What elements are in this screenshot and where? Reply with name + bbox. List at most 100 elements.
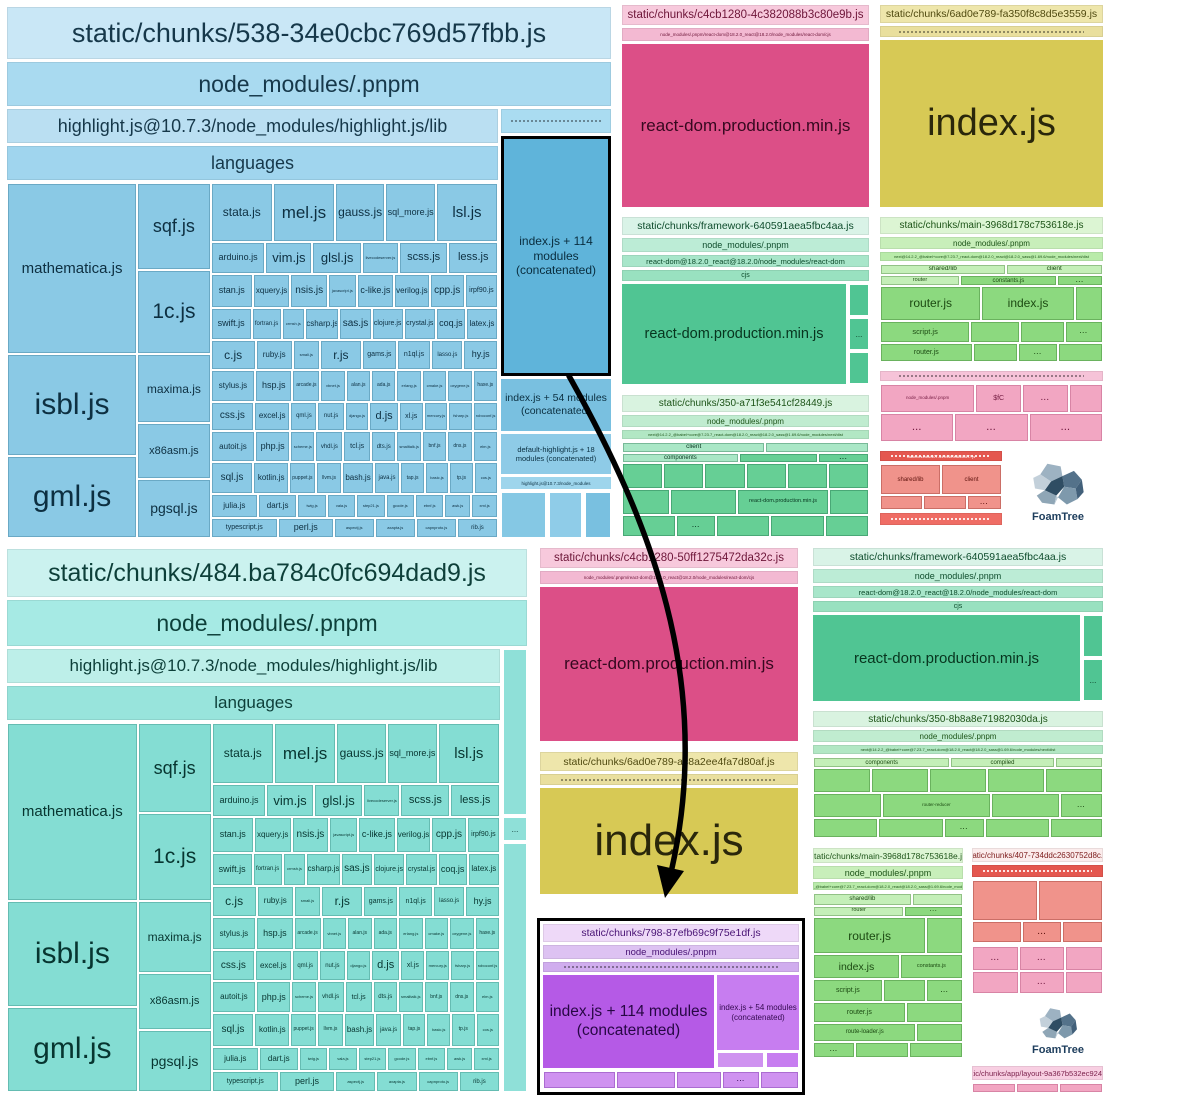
chunk-c4cb-top-title[interactable]: static/chunks/c4cb1280-4c382088b3c80e9b.… <box>622 5 869 25</box>
treemap-tile[interactable] <box>1021 321 1064 343</box>
treemap-tile-router-js[interactable]: router.js <box>881 344 972 361</box>
chunk-350-bottom-title[interactable]: static/chunks/350-8b8a8e71982030da.js <box>813 711 1103 727</box>
treemap-tile-llvm-js[interactable]: llvm.js <box>316 463 342 494</box>
treemap-tile-scheme-js[interactable]: scheme.js <box>291 432 315 462</box>
tile-index-js-top[interactable]: index.js <box>880 40 1103 207</box>
treemap-tile-smalltalk-js[interactable]: smalltalk.js <box>399 982 423 1013</box>
chunk-framework-bottom-title[interactable]: static/chunks/framework-640591aea5fbc4aa… <box>813 548 1103 566</box>
treemap-tile-more[interactable]: ... <box>1065 321 1102 343</box>
treemap-tile-css-js[interactable]: css.js <box>212 951 255 981</box>
treemap-tile-capnproto-js[interactable]: capnproto.js <box>416 518 456 537</box>
chunk-main-top[interactable]: static/chunks/main-3968d178c753618e.js n… <box>877 214 1106 365</box>
treemap-tile-mercury-js[interactable]: mercury.js <box>426 951 450 981</box>
treemap-tile-compiled[interactable]: compiled <box>951 758 1054 767</box>
treemap-tile-autoit-js[interactable]: autoit.js <box>212 982 256 1013</box>
side-module-strip-2[interactable]: highlight.js@10.7.3/node_modules <box>501 477 611 489</box>
treemap-tile-nut-js[interactable]: nut.js <box>319 951 345 981</box>
treemap-tile-more[interactable]: ... <box>967 496 1001 509</box>
treemap-tile-csharp-js[interactable]: csharp.js <box>307 853 340 885</box>
treemap-tile-scss-js[interactable]: scss.js <box>401 784 450 817</box>
treemap-tile-fsharp-js[interactable]: fsharp.js <box>449 402 473 431</box>
treemap-tile-gml-js[interactable]: gml.js <box>8 1007 137 1091</box>
chunk-framework-top[interactable]: static/chunks/framework-640591aea5fbc4aa… <box>619 214 872 387</box>
treemap-tile-more[interactable]: ... <box>504 818 526 841</box>
treemap-tile-javascript-js[interactable]: javascript.js <box>328 274 356 307</box>
treemap-tile-xquery-js[interactable]: xquery.js <box>253 274 290 307</box>
treemap-tile-router-js[interactable]: router.js <box>881 286 981 320</box>
treemap-tile-coq-js[interactable]: coq.js <box>436 308 465 339</box>
treemap-tile[interactable] <box>695 898 753 910</box>
treemap-tile-axapta-js[interactable]: axapta.js <box>375 518 415 537</box>
treemap-tile-1c-js[interactable]: 1c.js <box>138 813 211 900</box>
treemap-tile-maxima-js[interactable]: maxima.js <box>138 354 210 423</box>
treemap-tile-vim-js[interactable]: vim.js <box>266 242 312 273</box>
chunk-framework-bottom-pkg[interactable]: react-dom@18.2.0_react@18.2.0/node_modul… <box>813 586 1103 598</box>
treemap-tile[interactable] <box>617 1072 675 1088</box>
treemap-tile-tcl-js[interactable]: tcl.js <box>344 432 371 462</box>
treemap-tile-more[interactable]: ... <box>850 319 868 349</box>
treemap-tile[interactable] <box>927 917 962 954</box>
chunk-538-languages-label[interactable]: languages <box>7 146 498 180</box>
chunk-350-top[interactable]: static/chunks/350-a71f3e541cf28449.js no… <box>619 392 872 540</box>
treemap-tile-stylus-js[interactable]: stylus.js <box>211 370 255 401</box>
chunk-407-bottom-subchunk[interactable] <box>972 865 1103 877</box>
treemap-tile-client[interactable]: client <box>623 443 765 452</box>
chunk-main-bottom[interactable]: static/chunks/main-3968d178c753618e.js n… <box>810 845 966 1061</box>
chunk-main-bottom-title[interactable]: static/chunks/main-3968d178c753618e.js <box>813 848 963 863</box>
treemap-tile-x86asm-js[interactable]: x86asm.js <box>138 973 211 1030</box>
treemap-tile[interactable] <box>879 819 943 837</box>
treemap-tile-nut-js[interactable]: nut.js <box>318 402 344 431</box>
treemap-tile-kotlin-js[interactable]: kotlin.js <box>255 1014 290 1046</box>
chunk-main-bottom-nextpath[interactable]: next@14.2.2_@babel+core@7.23.7_react-dom… <box>813 882 963 890</box>
treemap-tile-cos-js[interactable]: cos.js <box>476 1014 500 1046</box>
chunk-c4cb1280-bottom[interactable]: static/chunks/c4cb1280-50ff1275472da32c.… <box>537 545 801 744</box>
treemap-tile[interactable] <box>909 1042 963 1057</box>
treemap-tile-stan-js[interactable]: stan.js <box>211 274 252 307</box>
treemap-tile-index-js[interactable]: index.js <box>814 955 899 979</box>
treemap-tile-mathematica-js[interactable]: mathematica.js <box>8 184 137 353</box>
chunk-484-pnpm[interactable]: node_modules/.pnpm <box>7 600 527 646</box>
treemap-tile-xl-js[interactable]: xl.js <box>401 951 425 981</box>
treemap-tile[interactable] <box>1066 972 1102 993</box>
treemap-tile-index-js[interactable]: index.js <box>982 286 1074 320</box>
treemap-tile-router[interactable]: router <box>881 276 959 285</box>
treemap-tile-n1ql-js[interactable]: n1ql.js <box>397 340 431 369</box>
treemap-tile-typescript-js[interactable]: typescript.js <box>212 1071 278 1092</box>
chunk-6ad0-bottom-path[interactable] <box>540 774 798 785</box>
treemap-tile-autoit-js[interactable]: autoit.js <box>211 432 255 462</box>
treemap-tile[interactable] <box>814 794 882 817</box>
treemap-tile[interactable] <box>872 769 928 792</box>
treemap-tile-livecodeserver-js[interactable]: livecodeserver.js <box>364 784 400 817</box>
treemap-tile-java-js[interactable]: java.js <box>376 1014 401 1046</box>
treemap-tile-c-like-js[interactable]: c-like.js <box>359 818 395 852</box>
treemap-tile[interactable] <box>917 1024 962 1041</box>
treemap-tile-ruby-js[interactable]: ruby.js <box>256 340 292 369</box>
chunk-350-bottom-nextpath[interactable]: next@14.2.2_@babel+core@7.23.7_react-dom… <box>813 745 1103 754</box>
treemap-tile-crmsh-js[interactable]: crmsh.js <box>282 308 305 339</box>
treemap-tile-django-js[interactable]: django.js <box>345 402 369 431</box>
treemap-tile-ebnf-js[interactable]: ebnf.js <box>417 1047 446 1070</box>
treemap-tile-x86asm-js[interactable]: x86asm.js <box>138 424 210 478</box>
chunk-350-bottom-pnpm[interactable]: node_modules/.pnpm <box>813 730 1103 742</box>
treemap-tile-tp-js[interactable]: tp.js <box>452 1014 475 1046</box>
chunk-6ad0-bottom-title[interactable]: static/chunks/6ad0e789-ac8a2ee4fa7d80af.… <box>540 752 798 771</box>
treemap-tile-elm-js[interactable]: elm.js <box>473 432 497 462</box>
chunk-538[interactable]: static/chunks/538-34e0cbc769d57fbb.js no… <box>4 4 614 541</box>
treemap-tile-constants-js[interactable]: constants.js <box>960 276 1056 285</box>
chunk-798-path[interactable] <box>543 962 799 972</box>
treemap-tile[interactable] <box>1060 1084 1103 1092</box>
treemap-tile-llvm-js[interactable]: llvm.js <box>318 1014 343 1046</box>
treemap-tile-excel-js[interactable]: excel.js <box>256 951 291 981</box>
treemap-tile-qml-js[interactable]: qml.js <box>292 951 318 981</box>
treemap-tile-swift-js[interactable]: swift.js <box>212 853 252 885</box>
treemap-tile[interactable] <box>1069 385 1103 412</box>
treemap-tile[interactable] <box>549 493 581 537</box>
treemap-tile-ebnf-js[interactable]: ebnf.js <box>415 495 444 517</box>
treemap-tile-irpf90-js[interactable]: irpf90.js <box>467 818 499 852</box>
treemap-tile-more[interactable]: ... <box>1060 794 1102 817</box>
chunk-framework-bottom[interactable]: static/chunks/framework-640591aea5fbc4aa… <box>810 545 1106 704</box>
treemap-tile[interactable] <box>991 794 1059 817</box>
chunk-c4cb-bottom-title[interactable]: static/chunks/c4cb1280-50ff1275472da32c.… <box>540 548 798 568</box>
chunk-350-top-title[interactable]: static/chunks/350-a71f3e541cf28449.js <box>622 395 869 412</box>
treemap-tile-stata-js[interactable]: stata.js <box>211 184 272 241</box>
